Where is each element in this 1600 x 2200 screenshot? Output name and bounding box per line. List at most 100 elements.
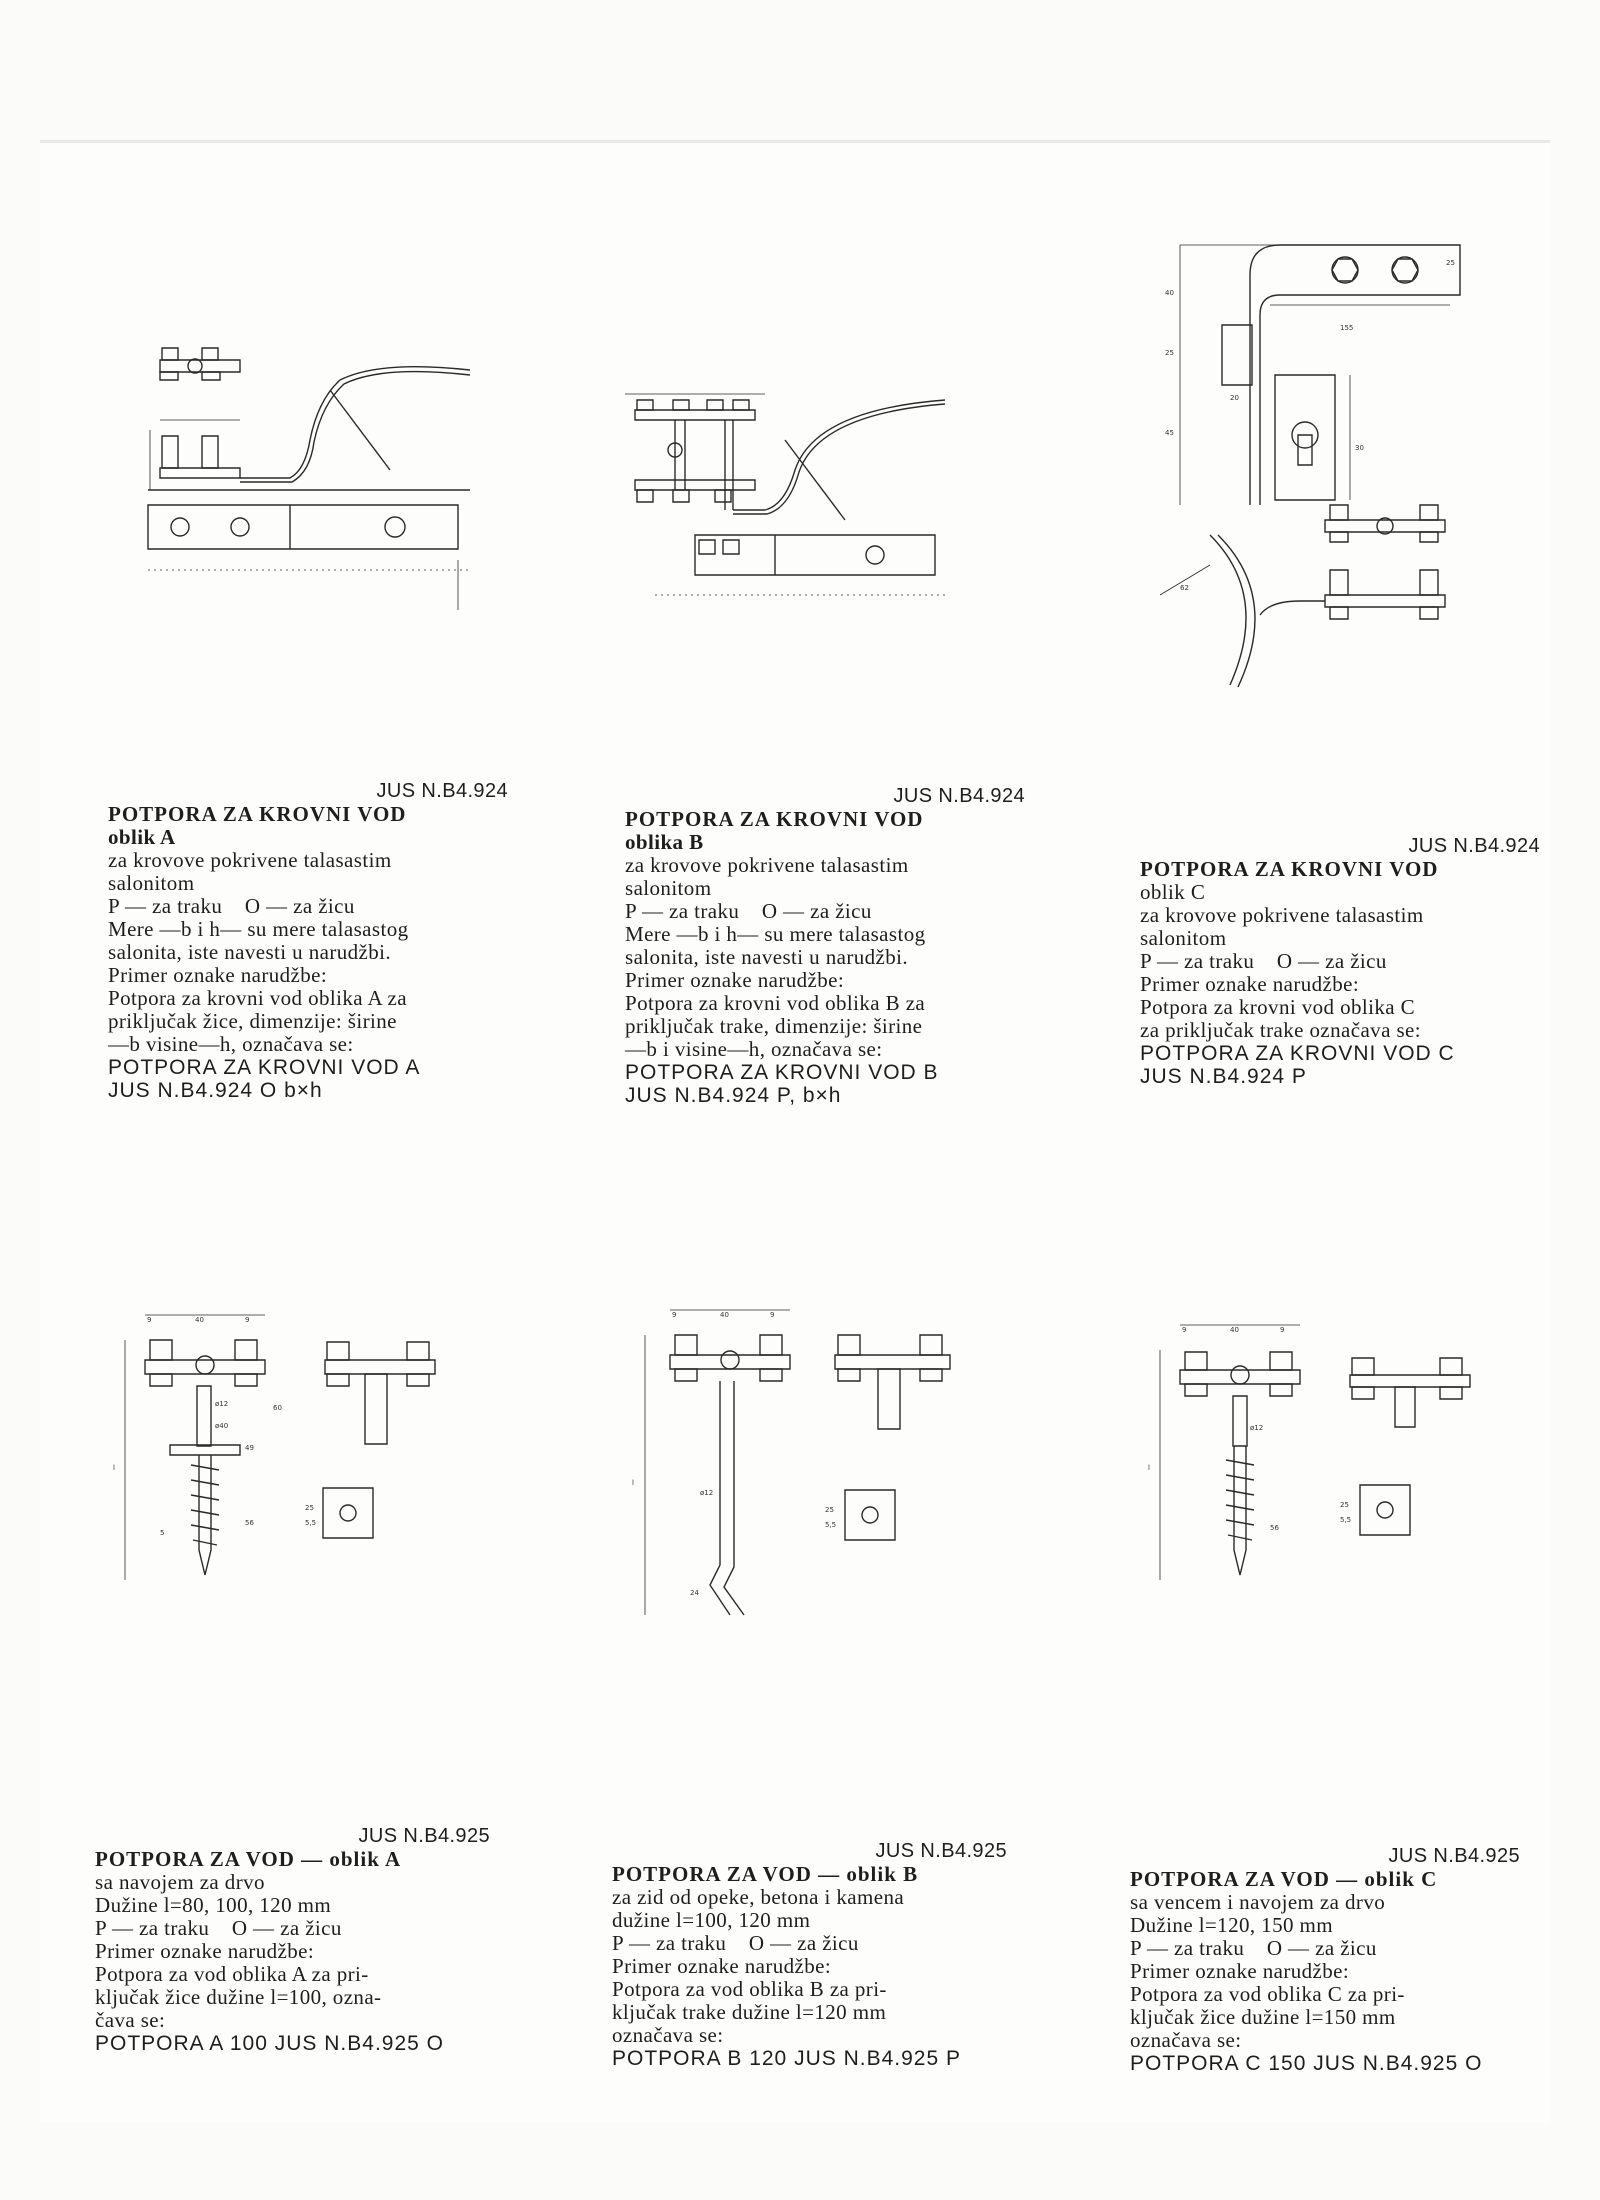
dim-label: 5,5 [825,1521,836,1529]
entry-line: za zid od opeke, betona i kamena [612,1885,905,1909]
entry-line: ključak trake dužine l=120 mm [612,2000,887,2024]
entry-line: sa navojem za drvo [95,1870,265,1894]
entry-line: priključak žice, dimenzije: širine [108,1009,397,1033]
entry-line: Primer oznake narudžbe: [1130,1959,1350,1983]
dim-label: 9 [245,1316,249,1324]
dim-label: 9 [147,1316,151,1324]
catalog-entry-support-c: JUS N.B4.925 POTPORA ZA VOD — oblik C sa… [1130,1845,1520,2075]
entry-line: Mere —b i h— su mere talasastog [625,922,926,946]
dim-label: 25 [825,1506,834,1514]
entry-line: za krovove pokrivene talasastim [1140,903,1424,927]
drawing-support-c: 9 40 9 l ø12 56 25 5,5 [1140,1320,1520,1620]
entry-line: P — za traku O — za žicu [108,894,355,918]
dim-label: 56 [245,1519,254,1527]
dim-label: 5 [160,1529,164,1537]
dim-label: 40 [1230,1326,1239,1334]
entry-line: za krovove pokrivene talasastim [625,853,909,877]
dim-label: 49 [245,1444,254,1452]
dim-label: l [113,1464,115,1472]
entry-title: POTPORA ZA VOD — oblik A [95,1847,402,1871]
entry-line: P — za traku O — za žicu [1140,949,1387,973]
entry-line: POTPORA C 150 JUS N.B4.925 O [1130,2052,1483,2075]
entry-line: JUS N.B4.924 P, b×h [625,1084,842,1107]
entry-line: salonita, iste navesti u narudžbi. [625,945,909,969]
standard-code: JUS N.B4.924 [893,785,1025,807]
entry-line: POTPORA ZA KROVNI VOD C [1140,1042,1455,1065]
catalog-entry-roof-support-c: JUS N.B4.924 POTPORA ZA KROVNI VOD oblik… [1140,835,1540,1088]
standard-code: JUS N.B4.925 [1388,1845,1520,1867]
entry-line: Primer oznake narudžbe: [1140,972,1360,996]
entry-line: Potpora za vod oblika A za pri- [95,1962,369,1986]
dim-label: 9 [672,1311,676,1319]
entry-subtitle: oblik C [1140,880,1206,904]
entry-line: ključak žice dužine l=100, ozna- [95,1985,382,2009]
entry-line: JUS N.B4.924 P [1140,1065,1307,1088]
entry-line: JUS N.B4.924 O b×h [108,1079,323,1102]
entry-line: —b i visine—h, označava se: [625,1037,883,1061]
dim-label: 40 [195,1316,204,1324]
drawing-roof-support-b [615,380,955,600]
entry-line: označava se: [1130,2028,1242,2052]
entry-line: ključak žice dužine l=150 mm [1130,2005,1396,2029]
entry-line: Potpora za vod oblika C za pri- [1130,1982,1405,2006]
dim-label: 40 [720,1311,729,1319]
entry-line: čava se: [95,2008,166,2032]
dim-label: 24 [690,1589,699,1597]
catalog-entry-support-a: JUS N.B4.925 POTPORA ZA VOD — oblik A sa… [95,1825,490,2055]
entry-line: salonitom [625,876,712,900]
entry-line: POTPORA B 120 JUS N.B4.925 P [612,2047,961,2070]
entry-line: P — za traku O — za žicu [95,1916,342,1940]
catalog-entry-roof-support-a: JUS N.B4.924 POTPORA ZA KROVNI VOD oblik… [108,780,508,1102]
entry-line: označava se: [612,2023,724,2047]
entry-line: Potpora za vod oblika B za pri- [612,1977,887,2001]
entry-line: salonitom [1140,926,1227,950]
entry-line: Primer oznake narudžbe: [95,1939,315,1963]
entry-line: sa vencem i navojem za drvo [1130,1890,1386,1914]
entry-line: priključak trake, dimenzije: širine [625,1014,923,1038]
dim-label: l [1148,1464,1150,1472]
entry-line: za priključak trake označava se: [1140,1018,1421,1042]
dim-label: 30 [1355,444,1364,452]
drawing-support-b: 9 40 9 l ø12 24 25 5,5 [620,1305,1000,1635]
entry-line: salonita, iste navesti u narudžbi. [108,940,392,964]
entry-subtitle: oblika B [625,830,704,854]
standard-code: JUS N.B4.925 [875,1840,1007,1862]
catalog-entry-support-b: JUS N.B4.925 POTPORA ZA VOD — oblik B za… [612,1840,1007,2070]
entry-line: P — za traku O — za žicu [612,1931,859,1955]
catalog-entry-roof-support-b: JUS N.B4.924 POTPORA ZA KROVNI VOD oblik… [625,785,1025,1107]
dim-label: 25 [305,1504,314,1512]
dim-label: 9 [770,1311,774,1319]
entry-line: salonitom [108,871,195,895]
entry-line: POTPORA ZA KROVNI VOD B [625,1061,939,1084]
dim-label: ø12 [1250,1424,1263,1432]
drawing-support-a: 9 40 9 l 60 ø12 ø40 49 56 5 25 5,5 [95,1310,475,1620]
entry-line: Primer oznake narudžbe: [108,963,328,987]
dim-label: 45 [1165,429,1174,437]
dim-label: 25 [1446,259,1455,267]
standard-code: JUS N.B4.924 [1408,835,1540,857]
dim-label: 40 [1165,289,1174,297]
entry-line: POTPORA ZA KROVNI VOD A [108,1056,421,1079]
dim-label: ø12 [215,1400,228,1408]
entry-line: za krovove pokrivene talasastim [108,848,392,872]
entry-line: Potpora za krovni vod oblika C [1140,995,1416,1019]
entry-line: Mere —b i h— su mere talasastog [108,917,409,941]
entry-title: POTPORA ZA KROVNI VOD [625,807,924,831]
entry-line: POTPORA A 100 JUS N.B4.925 O [95,2032,444,2055]
dim-label: l [632,1479,634,1487]
drawing-roof-support-c: 40 25 155 20 45 25 30 62 [1150,235,1480,695]
entry-title: POTPORA ZA KROVNI VOD [1140,857,1439,881]
dim-label: 62 [1180,584,1189,592]
entry-line: P — za traku O — za žicu [1130,1936,1377,1960]
entry-line: dužine l=100, 120 mm [612,1908,811,1932]
dim-label: 20 [1230,394,1239,402]
dim-label: 25 [1165,349,1174,357]
entry-line: Primer oznake narudžbe: [625,968,845,992]
dim-label: 60 [273,1404,282,1412]
dim-label: 5,5 [1340,1516,1351,1524]
entry-title: POTPORA ZA VOD — oblik B [612,1862,919,1886]
drawing-roof-support-a [140,320,470,610]
dim-label: ø12 [700,1489,713,1497]
dim-label: 25 [1340,1501,1349,1509]
standard-code: JUS N.B4.924 [376,780,508,802]
